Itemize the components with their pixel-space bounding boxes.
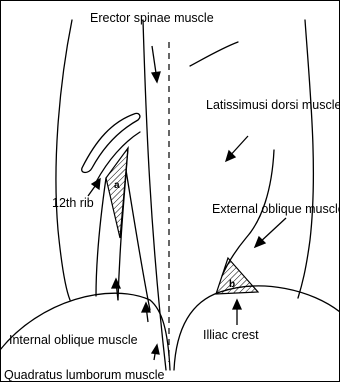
body-outline-left <box>56 20 72 300</box>
triangle-a-letter: a <box>114 180 120 191</box>
label-erector-spinae: Erector spinae muscle <box>90 11 214 25</box>
rib-12-upper <box>82 113 140 172</box>
inner-lumbar-line <box>126 170 150 310</box>
label-external-oblique: External oblique muscle <box>212 202 340 216</box>
latissimus-border <box>190 42 238 66</box>
label-12th-rib: 12th rib <box>52 196 94 210</box>
triangle-b-letter: b <box>229 279 235 290</box>
body-outline-right <box>298 20 313 298</box>
lumbar-triangle-b <box>216 258 258 294</box>
quadratus-line <box>96 178 106 296</box>
label-iliac-crest: Illiac crest <box>203 328 259 342</box>
label-internal-oblique: Internal oblique muscle <box>9 333 138 347</box>
label-latissimus-dorsi: Latissimusi dorsi muscle <box>206 98 340 112</box>
iliac-crest-left <box>0 293 170 370</box>
label-quadratus-lumborum: Quadratus lumborum muscle <box>4 368 165 382</box>
